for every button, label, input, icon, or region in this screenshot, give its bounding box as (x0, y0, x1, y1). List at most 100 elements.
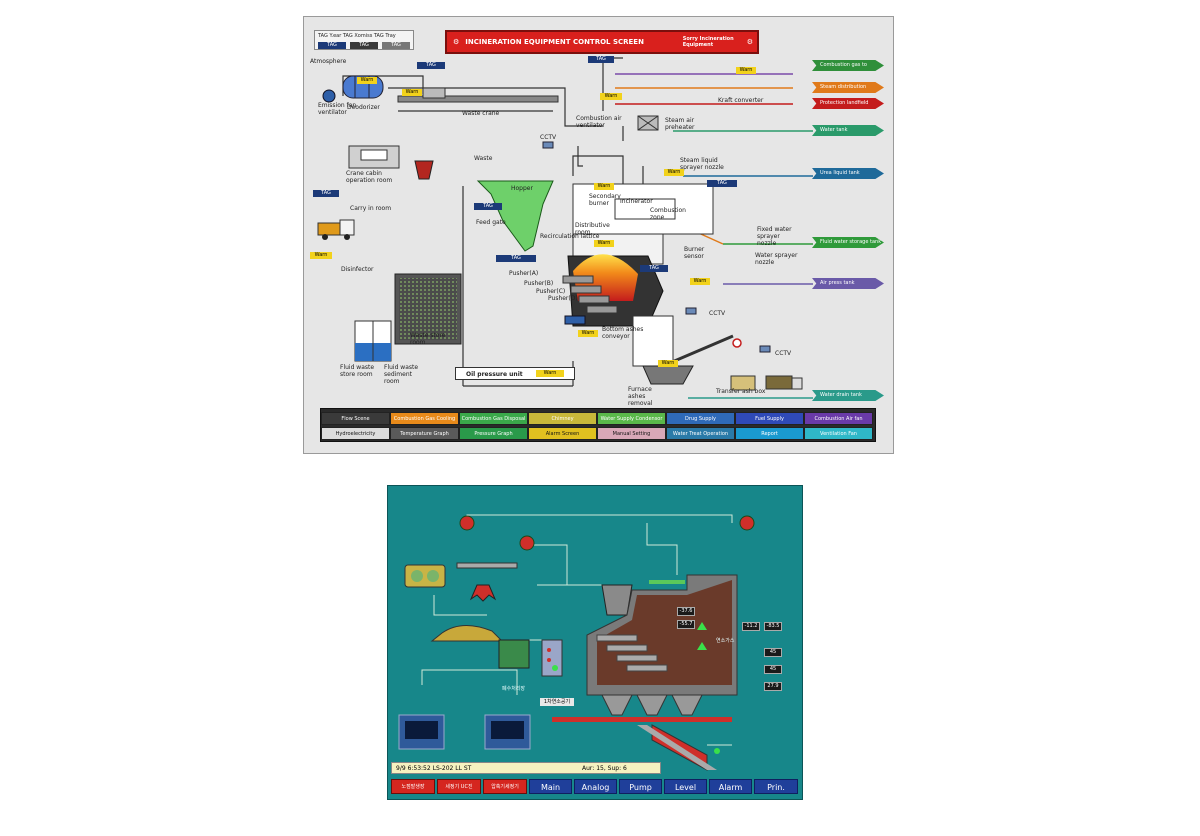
label-disinfector: Disinfector (341, 266, 374, 273)
label-combustion-fan: Combustion air ventilator (576, 115, 622, 129)
warn-button[interactable]: Warn (594, 183, 614, 190)
destination-arrow[interactable]: Fluid water storage tank (812, 237, 884, 248)
label-cctv-3: CCTV (775, 350, 792, 357)
legend-tag-2: TAG (350, 42, 378, 49)
destination-arrow[interactable]: Steam distribution (812, 82, 884, 93)
label-pusher-c: Pusher(C) (536, 288, 566, 295)
tag-display[interactable]: TAG (640, 265, 668, 272)
label-cctv-1: CCTV (540, 134, 557, 141)
destination-arrow[interactable]: Protection landfield (812, 98, 884, 109)
red-button-3[interactable]: 압축기세정기 (483, 779, 527, 794)
warn-button[interactable]: Warn (594, 240, 614, 247)
label-atmosphere: Atmosphere (310, 58, 347, 65)
warn-button[interactable]: Warn (658, 360, 678, 367)
label-waste-crane: Waste crane (462, 110, 500, 117)
primary-air-button[interactable]: 1차연소공기 (540, 698, 574, 706)
warn-button[interactable]: Warn (310, 252, 332, 259)
menu-item[interactable]: Drug Supply (666, 412, 735, 425)
legend-tag-3: TAG (382, 42, 410, 49)
destination-arrow[interactable]: Water tank (812, 125, 884, 136)
warn-button[interactable]: Warn (600, 93, 622, 100)
tag-display[interactable]: TAG (588, 56, 614, 63)
label-carry-in-room: Carry in room (350, 205, 392, 212)
warn-button[interactable]: Warn (736, 67, 756, 74)
oil-pressure-warn[interactable]: Warn (536, 370, 564, 377)
tag-display[interactable]: TAG (707, 180, 737, 187)
label-waste-store-room: Waste store room (410, 332, 446, 346)
tag-legend: TAG Y.ear TAG Xomiss TAG Tray TAG TAG TA… (314, 30, 414, 50)
menu-item[interactable]: Flow Scene (321, 412, 390, 425)
warn-button[interactable]: Warn (690, 278, 710, 285)
menu-item[interactable]: Combustion Gas Cooling (390, 412, 459, 425)
label-combustion-zone: Combustion zone (650, 207, 686, 221)
nav-print-button[interactable]: Prin. (754, 779, 798, 794)
destination-arrow[interactable]: Urea liquid tank (812, 168, 884, 179)
label-hopper: Hopper (511, 185, 533, 192)
label-incinerator: Incinerator (620, 198, 653, 205)
menu-item[interactable]: Alarm Screen (528, 427, 597, 440)
label-oil-pressure: Oil pressure unit (466, 371, 523, 378)
tag-display[interactable]: TAG (474, 203, 502, 210)
menu-item[interactable]: Fuel Supply (735, 412, 804, 425)
label-fluid-sediment: Fluid waste sediment room (384, 364, 419, 385)
warn-button[interactable]: Warn (664, 169, 684, 176)
legend-line: TAG Y.ear TAG Xomiss TAG Tray (318, 33, 396, 39)
label-exhaust-ventilator: Emission fan ventilator (318, 102, 357, 116)
nav-analog-button[interactable]: Analog (574, 779, 617, 794)
red-button-1[interactable]: 노점발생장 (391, 779, 435, 794)
status-right: Aur: 15, Sup: 6 (582, 765, 627, 772)
label-cctv-2: CCTV (709, 310, 726, 317)
value-display: -37.6 (677, 607, 695, 616)
warn-button[interactable]: Warn (357, 77, 377, 84)
label-fixed-sprayer: Fixed water sprayer nozzle (757, 226, 792, 247)
nav-main-button[interactable]: Main (529, 779, 572, 794)
korean-process-diagram (398, 514, 755, 771)
value-display: -55.7 (677, 620, 695, 629)
red-button-2[interactable]: 세정기 UC진 (437, 779, 481, 794)
nav-level-button[interactable]: Level (664, 779, 707, 794)
gear-icon: ⚙ (453, 38, 460, 46)
menu-item[interactable]: Manual Setting (597, 427, 666, 440)
nav-pump-button[interactable]: Pump (619, 779, 662, 794)
menu-item[interactable]: Water Supply Condensor (597, 412, 666, 425)
destination-arrow[interactable]: Air press tank (812, 278, 884, 289)
plant-diagram (317, 57, 813, 399)
label-water-sprayer: Water sprayer nozzle (755, 252, 798, 266)
value-display: -83.5 (764, 622, 782, 631)
label-bottom-ashes: Bottom ashes conveyor (602, 326, 644, 340)
menu-item[interactable]: Ventilation Fan (804, 427, 873, 440)
tag-display[interactable]: TAG (496, 255, 536, 262)
menu-item[interactable]: Combustion Air fan ventilator Pressure (804, 412, 873, 425)
label-crane-room: Crane cabin operation room (346, 170, 393, 184)
warn-button[interactable]: Warn (402, 89, 422, 96)
screen-title-side: Sorry Incineration Equipment (682, 36, 734, 48)
label-steam-preheater: Steam air preheater (665, 117, 695, 131)
label-feed-gate: Feed gate (476, 219, 506, 226)
menu-item[interactable]: Temperature Graph (390, 427, 459, 440)
warn-button[interactable]: Warn (578, 330, 598, 337)
status-bar: 9/9 6:53:52 LS-202 LL ST Aur: 15, Sup: 6 (391, 762, 661, 774)
menu-item[interactable]: Pressure Graph (459, 427, 528, 440)
screen-title-text: INCINERATION EQUIPMENT CONTROL SCREEN (465, 38, 644, 46)
menu-item[interactable]: Report (735, 427, 804, 440)
gas-label: 연소가스 (716, 638, 735, 644)
menu-item[interactable]: Chimney (528, 412, 597, 425)
tag-display[interactable]: TAG (417, 62, 445, 69)
tag-display[interactable]: TAG (313, 190, 339, 197)
menu-item[interactable]: Hydroelectricity Resistance (321, 427, 390, 440)
value-display: 45 (764, 648, 782, 657)
label-secondary-burner: Secondary burner (589, 193, 621, 207)
destination-arrow[interactable]: Combustion gas to treatment ID, SCR (812, 60, 884, 71)
label-deodorizer: Deodorizer (347, 104, 380, 111)
menu-item[interactable]: Combustion Gas Disposal (459, 412, 528, 425)
gear-icon: ⚙ (746, 38, 753, 46)
value-display: -11.2 (742, 622, 760, 631)
destination-arrow[interactable]: Water drain tank (812, 390, 884, 401)
value-display: 45 (764, 665, 782, 674)
process-label: 폐수처리장 (502, 686, 526, 692)
screen-title: ⚙ INCINERATION EQUIPMENT CONTROL SCREEN … (445, 30, 759, 54)
menu-item[interactable]: Water Treat Operation (666, 427, 735, 440)
nav-alarm-button[interactable]: Alarm (709, 779, 752, 794)
label-pusher-a: Pusher(A) (509, 270, 539, 277)
label-fluid-store: Fluid waste store room (340, 364, 375, 378)
